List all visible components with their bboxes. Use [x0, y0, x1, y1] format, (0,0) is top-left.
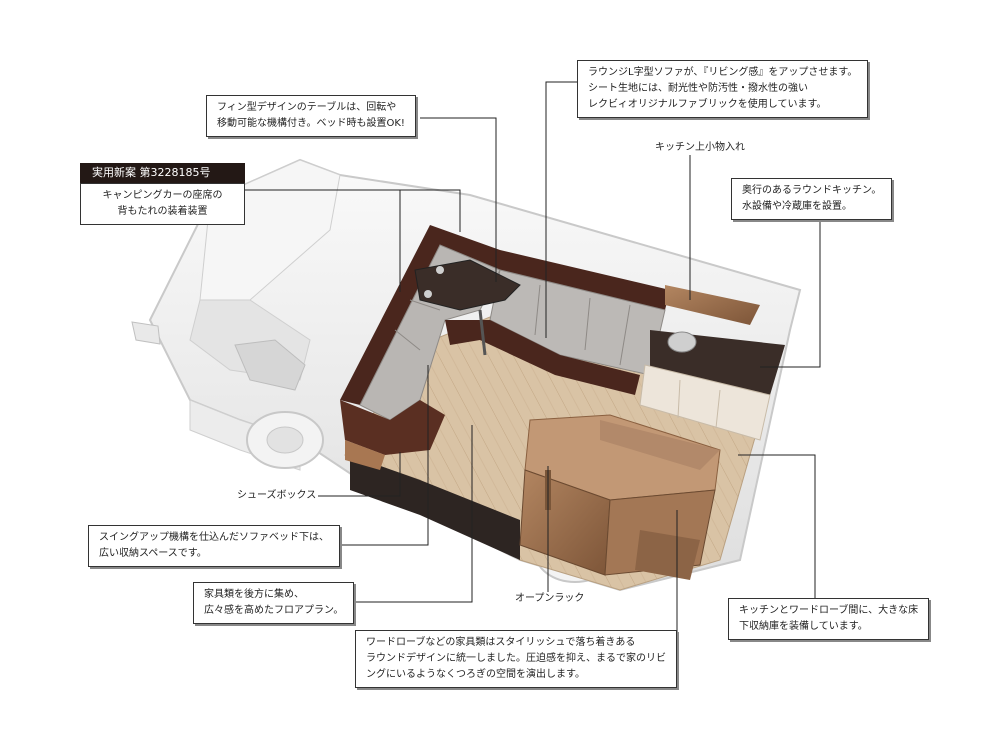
callout-line: 水設備や冷蔵庫を設置。 — [742, 201, 852, 212]
patent-heading: 実用新案 第3228185号 — [80, 163, 245, 183]
underfloor-storage-callout: キッチンとワードローブ間に、大きな床 下収納庫を装備しています。 — [728, 598, 930, 640]
callout-line: 移動可能な機構付き。ベッド時も設置OK! — [217, 118, 405, 129]
callout-line: 奥行のあるラウンドキッチン。 — [742, 185, 882, 196]
round-kitchen — [639, 285, 785, 441]
kitchen-callout: 奥行のあるラウンドキッチン。 水設備や冷蔵庫を設置。 — [731, 178, 893, 220]
shoe-box-label: シューズボックス — [237, 490, 317, 501]
wardrobe-furniture — [519, 414, 721, 580]
callout-line: キッチンとワードローブ間に、大きな床 — [739, 605, 919, 616]
fin-table — [414, 259, 521, 356]
patent-callout: キャンピングカーの座席の 背もたれの装着装置 — [80, 183, 245, 225]
sofa-callout: ラウンジL字型ソファが、『リビング感』をアップさせます。 シート生地には、耐光性… — [577, 60, 869, 118]
callout-line: ングにいるようなくつろぎの空間を演出します。 — [366, 669, 585, 680]
open-rack-label: オープンラック — [515, 593, 585, 604]
swing-storage-callout: スイングアップ機構を仕込んだソファベッド下は、 広い収納スペースです。 — [88, 525, 340, 567]
callout-line: 下収納庫を装備しています。 — [739, 621, 868, 632]
callout-line: スイングアップ機構を仕込んだソファベッド下は、 — [99, 532, 329, 543]
leader-lines — [245, 81, 821, 661]
callout-line: フィン型デザインのテーブルは、回転や — [217, 102, 397, 113]
callout-line: シート生地には、耐光性や防汚性・撥水性の強い — [588, 83, 808, 94]
underfloor-area — [350, 455, 520, 560]
table-callout: フィン型デザインのテーブルは、回転や 移動可能な機構付き。ベッド時も設置OK! — [206, 95, 416, 137]
callout-line: 家具類を後方に集め、 — [204, 589, 304, 600]
callout-line: 広い収納スペースです。 — [99, 548, 207, 559]
patent-line: 背もたれの装着装置 — [117, 206, 208, 217]
callout-line: ワードローブなどの家具類はスタイリッシュで落ち着きある — [366, 637, 636, 648]
wardrobe-callout: ワードローブなどの家具類はスタイリッシュで落ち着きある ラウンドデザインに統一し… — [355, 630, 677, 688]
patent-line: キャンピングカーの座席の — [102, 190, 223, 201]
floor-plan-callout: 家具類を後方に集め、 広々感を高めたフロアプラン。 — [193, 582, 355, 624]
front-wheel — [246, 411, 324, 469]
callout-line: レクビィオリジナルファブリックを使用しています。 — [588, 99, 827, 110]
callout-line: ラウンドデザインに統一しました。圧迫感を抑え、まるで家のリビ — [366, 653, 666, 664]
callout-line: ラウンジL字型ソファが、『リビング感』をアップさせます。 — [588, 67, 858, 78]
callout-line: 広々感を高めたフロアプラン。 — [204, 605, 344, 616]
kitchen-top-storage-label: キッチン上小物入れ — [655, 142, 745, 153]
